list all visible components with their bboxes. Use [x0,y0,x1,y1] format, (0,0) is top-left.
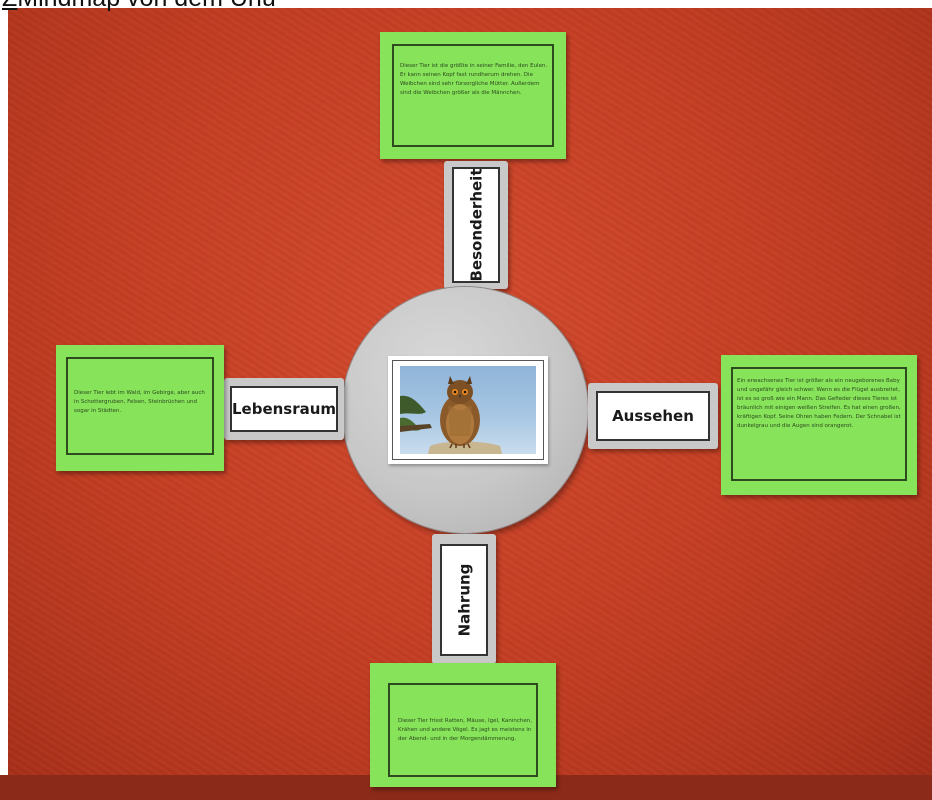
card-aussehen: Ein erwachsenes Tier ist größer als ein … [721,355,917,495]
card-lebensraum: Dieser Tier lebt im Wald, im Gebirge, ab… [56,345,224,471]
center-photo-card [388,356,548,464]
label-frame: Nahrung [440,544,488,656]
label-frame: Lebensraum [230,386,338,432]
label-besonderheit: Besonderheit [467,168,485,282]
owl-body [440,376,480,449]
card-text-aussehen: Ein erwachsenes Tier ist größer als ein … [737,378,901,429]
label-card-lebensraum: Lebensraum [224,378,344,440]
label-lebensraum: Lebensraum [231,400,337,418]
card-text-besonderheit: Dieser Tier ist die größte in seiner Fam… [400,63,548,96]
label-aussehen: Aussehen [612,407,694,425]
caption: ZMindmap von dem Uhu [2,0,276,12]
label-card-aussehen: Aussehen [588,383,718,449]
label-nahrung: Nahrung [455,563,474,637]
label-card-nahrung: Nahrung [432,534,496,664]
card-border [392,44,554,147]
card-nahrung: Dieser Tier frisst Ratten, Mäuse, Igel, … [370,663,556,787]
caption-underlined-letter: Z [2,0,17,12]
label-card-besonderheit: Besonderheit [444,161,508,289]
owl-photo [400,366,536,454]
photo-frame [392,360,544,460]
owl-illustration [400,376,502,454]
label-frame: Besonderheit [452,167,500,283]
rock-perch [428,441,502,454]
caption-text: Mindmap von dem Uhu [17,0,275,12]
card-text-lebensraum: Dieser Tier lebt im Wald, im Gebirge, ab… [74,390,205,414]
card-border [388,683,538,777]
card-text-nahrung: Dieser Tier frisst Ratten, Mäuse, Igel, … [398,718,533,742]
card-besonderheit: Dieser Tier ist die größte in seiner Fam… [380,32,566,159]
card-border [731,367,907,481]
card-border [66,357,214,455]
label-frame: Aussehen [596,391,710,441]
pine-branches [400,395,432,432]
